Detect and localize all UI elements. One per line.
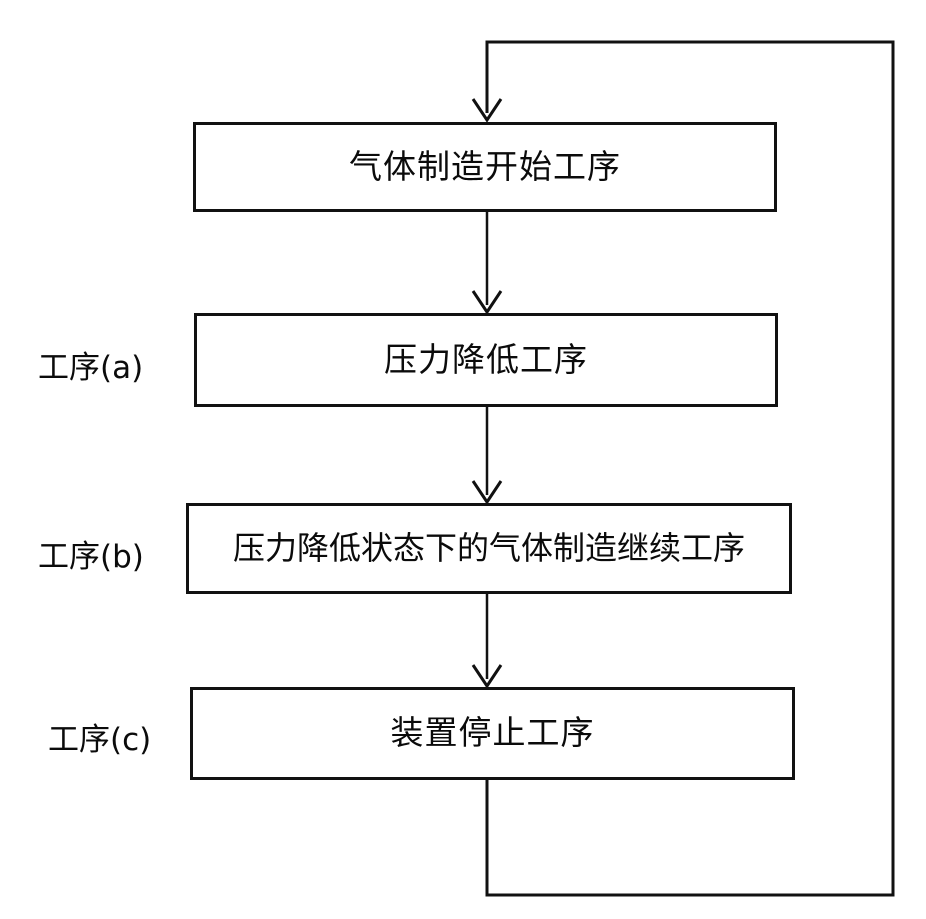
stage-label-a: 工序(a) <box>38 350 144 386</box>
node-apparatus-stop-label: 装置停止工序 <box>390 713 595 753</box>
node-pressure-reduction-label: 压力降低工序 <box>384 339 588 379</box>
node-gas-production-continue-under-reduced-pressure[interactable]: 压力降低状态下的气体制造继续工序 <box>186 503 792 594</box>
arrowhead-start-to-a <box>471 290 503 315</box>
connector-start-to-a <box>471 212 503 315</box>
arrowhead-a-to-b <box>471 480 503 505</box>
node-gas-production-continue-under-reduced-pressure-label: 压力降低状态下的气体制造继续工序 <box>232 528 745 567</box>
arrowhead-feedback-loop <box>471 98 503 123</box>
node-gas-production-start-label: 气体制造开始工序 <box>349 146 621 186</box>
stage-label-b: 工序(b) <box>38 539 144 575</box>
node-pressure-reduction[interactable]: 压力降低工序 <box>194 313 778 407</box>
connector-b-to-c <box>471 594 503 689</box>
stage-label-c: 工序(c) <box>48 722 152 758</box>
node-apparatus-stop[interactable]: 装置停止工序 <box>190 687 795 780</box>
node-gas-production-start[interactable]: 气体制造开始工序 <box>193 122 777 212</box>
arrowhead-b-to-c <box>471 664 503 689</box>
connector-a-to-b <box>471 407 503 505</box>
